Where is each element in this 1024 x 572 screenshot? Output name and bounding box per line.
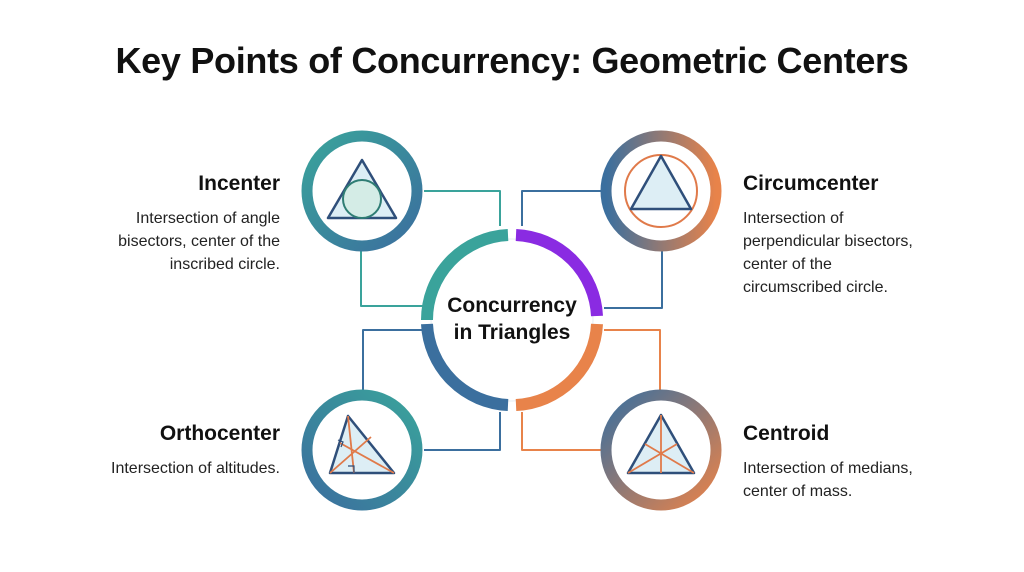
orthocenter-heading: Orthocenter (159, 422, 280, 445)
center-label-line-2: in Triangles (453, 321, 571, 344)
circumcenter-description-line: perpendicular bisectors, (743, 233, 913, 250)
incenter-node (301, 130, 423, 252)
page-title: Key Points of Concurrency: Geometric Cen… (115, 40, 909, 81)
incenter-description-line: bisectors, center of the (118, 233, 280, 250)
connector-centroid-bottom (521, 412, 601, 451)
centroid-heading: Centroid (743, 422, 830, 445)
incenter-description-line: inscribed circle. (169, 256, 280, 273)
center-ring-arc-incenter (420, 229, 509, 321)
orthocenter-text: Orthocenter Intersection of altitudes. (20, 422, 280, 480)
orthocenter-description-line: Intersection of altitudes. (111, 460, 280, 477)
circumcenter-description-line: circumscribed circle. (743, 279, 888, 296)
orthocenter-description: Intersection of altitudes. (20, 457, 280, 480)
incenter-description-line: Intersection of angle (135, 210, 280, 227)
center-ring-arc-circumcenter (515, 229, 603, 317)
centroid-text: Centroid Intersection of medians, center… (743, 422, 1003, 503)
connector-incenter-bottom (360, 240, 424, 307)
center-label-line-1: Concurrency (447, 294, 577, 317)
centroid-node (600, 389, 722, 511)
incenter-text: Incenter Intersection of angle bisectors… (20, 172, 280, 276)
center-ring (420, 229, 603, 411)
incenter-icon (326, 158, 398, 220)
circumcenter-text: Circumcenter Intersection of perpendicul… (743, 172, 1003, 299)
centroid-description-line: center of mass. (743, 483, 853, 500)
connector-circumcenter-bottom (604, 240, 663, 309)
center-label: Concurrency in Triangles (420, 292, 604, 346)
circumcenter-node (600, 130, 722, 252)
incenter-heading: Incenter (198, 172, 280, 195)
orthocenter-node (301, 389, 423, 511)
centroid-description: Intersection of medians, center of mass. (743, 457, 1003, 503)
connector-centroid-top (604, 329, 661, 398)
circumcenter-icon (624, 154, 698, 228)
orthocenter-icon (328, 414, 396, 475)
connector-orthocenter-top (362, 329, 424, 398)
circumcenter-description-line: center of the (743, 256, 832, 273)
centroid-description-line: Intersection of medians, (743, 460, 913, 477)
circumcenter-description-line: Intersection of (743, 210, 844, 227)
connector-circumcenter-top (521, 190, 601, 226)
connectors (360, 190, 663, 451)
centroid-icon (626, 413, 696, 475)
circumcenter-description: Intersection of perpendicular bisectors,… (743, 207, 1003, 299)
center-ring-arc-orthocenter (421, 323, 509, 411)
connector-orthocenter-bottom (424, 412, 501, 451)
incenter-description: Intersection of angle bisectors, center … (20, 207, 280, 276)
circumcenter-heading: Circumcenter (743, 172, 879, 195)
center-ring-arc-centroid (515, 323, 603, 411)
connector-incenter-top (424, 190, 501, 226)
